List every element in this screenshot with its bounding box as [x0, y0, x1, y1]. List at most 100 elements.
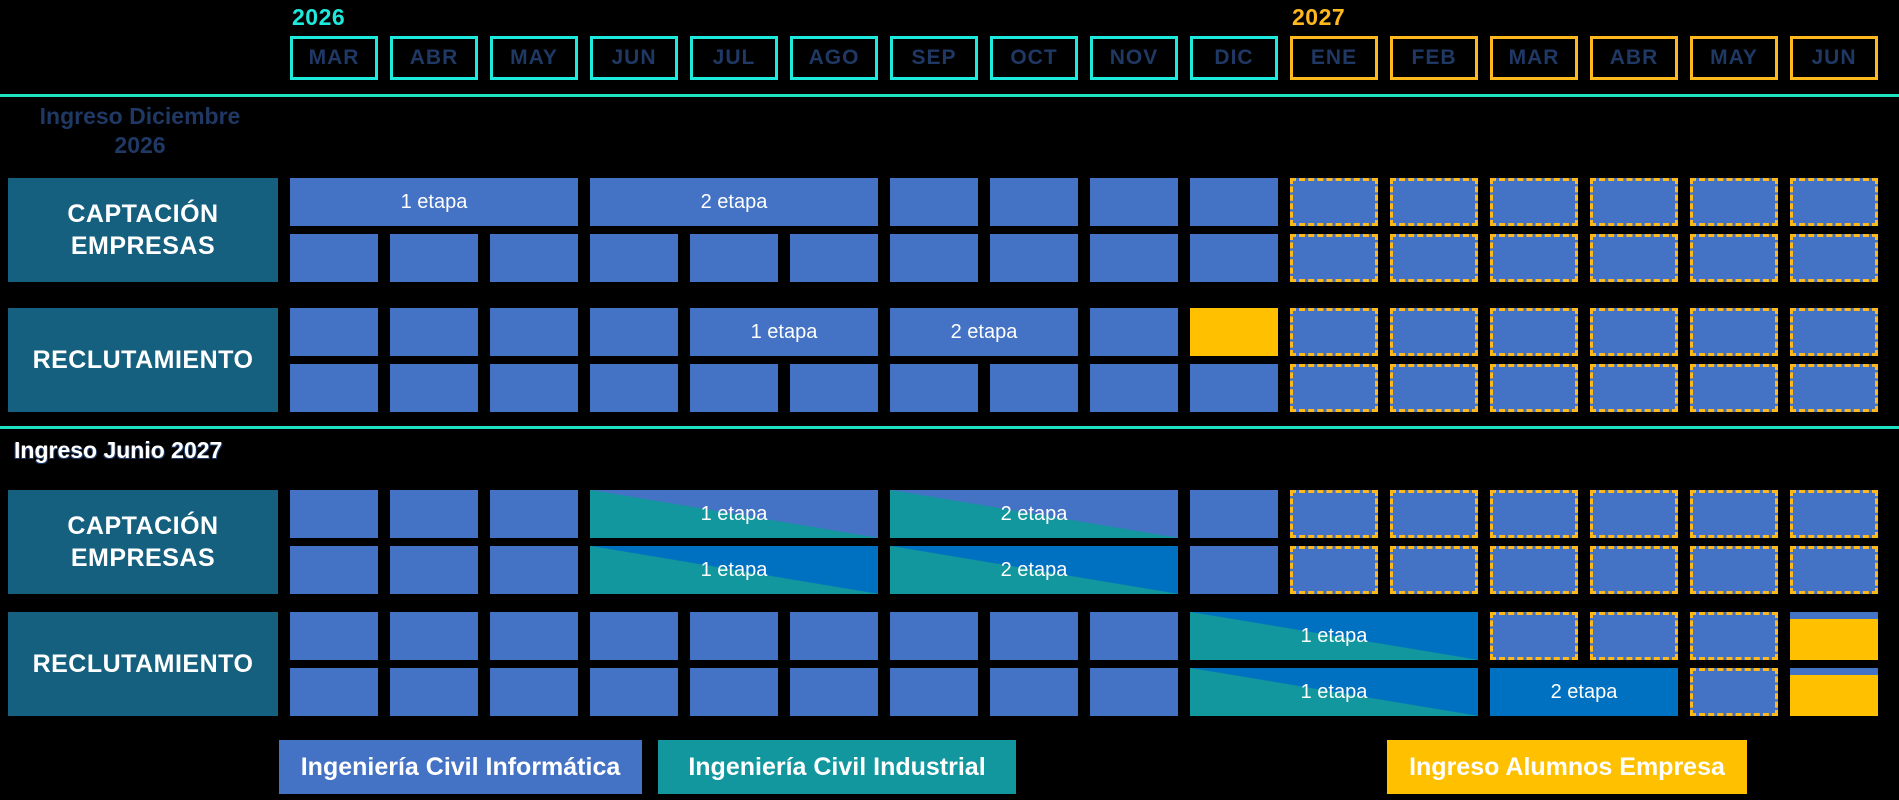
projected-cell-dashed	[1790, 234, 1878, 282]
projected-cell-dashed	[1490, 234, 1578, 282]
projected-cell-dashed	[1290, 364, 1378, 412]
timeline-cell	[890, 178, 978, 226]
captacion-empresas-label: CAPTACIÓN EMPRESAS	[8, 178, 278, 282]
month-header-abr-2026: ABR	[390, 36, 478, 80]
projected-cell-dashed	[1490, 490, 1578, 538]
stage-bar-split-dark-industrial: 2 etapa	[890, 546, 1178, 594]
timeline-cell	[990, 178, 1078, 226]
timeline-cell	[790, 612, 878, 660]
legend-item-informatica: Ingeniería Civil Informática	[279, 740, 642, 794]
month-header-jul-2026: JUL	[690, 36, 778, 80]
month-header-jun-2027: JUN	[1790, 36, 1878, 80]
stage-bar-split-informatica-industrial: 1 etapa	[590, 490, 878, 538]
projected-cell-dashed	[1590, 546, 1678, 594]
timeline-cell	[290, 364, 378, 412]
projected-cell-dashed	[1690, 364, 1778, 412]
timeline-cell	[490, 668, 578, 716]
projected-cell-dashed	[1790, 546, 1878, 594]
ingreso-alumnos-cell	[1190, 308, 1278, 356]
timeline-cell	[390, 668, 478, 716]
timeline-cell	[690, 234, 778, 282]
timeline-cell	[1090, 178, 1178, 226]
projected-cell-dashed	[1690, 234, 1778, 282]
projected-cell-dashed	[1490, 364, 1578, 412]
projected-cell-dashed	[1790, 308, 1878, 356]
timeline-cell	[790, 668, 878, 716]
month-header-may-2027: MAY	[1690, 36, 1778, 80]
stage-bar-split-dark-industrial: 1 etapa	[590, 546, 878, 594]
month-header-dic-2026: DIC	[1190, 36, 1278, 80]
projected-cell-dashed	[1390, 364, 1478, 412]
projected-cell-dashed	[1690, 490, 1778, 538]
month-header-mar-2026: MAR	[290, 36, 378, 80]
timeline-cell	[390, 234, 478, 282]
timeline-cell	[990, 668, 1078, 716]
timeline-cell	[290, 546, 378, 594]
year-label-2027: 2027	[1292, 4, 1346, 30]
projected-cell-dashed	[1590, 308, 1678, 356]
timeline-cell	[290, 308, 378, 356]
timeline-row	[290, 364, 1878, 412]
month-header-abr-2027: ABR	[1590, 36, 1678, 80]
projected-cell-dashed	[1590, 178, 1678, 226]
projected-cell-dashed	[1590, 612, 1678, 660]
timeline-cell	[690, 364, 778, 412]
projected-cell-dashed	[1390, 308, 1478, 356]
projected-cell-dashed	[1490, 546, 1578, 594]
projected-cell-dashed	[1490, 178, 1578, 226]
timeline-cell	[390, 308, 478, 356]
legend-item-ingreso-alumnos: Ingreso Alumnos Empresa	[1387, 740, 1747, 794]
month-header-mar-2027: MAR	[1490, 36, 1578, 80]
timeline-cell	[1190, 364, 1278, 412]
projected-cell-dashed	[1390, 234, 1478, 282]
legend-item-industrial: Ingeniería Civil Industrial	[658, 740, 1016, 794]
projected-cell-dashed	[1690, 668, 1778, 716]
projected-cell-dashed	[1690, 308, 1778, 356]
month-header-ago-2026: AGO	[790, 36, 878, 80]
timeline-cell	[590, 234, 678, 282]
timeline-cell	[490, 490, 578, 538]
timeline-cell	[590, 668, 678, 716]
timeline-cell	[490, 308, 578, 356]
timeline-cell	[890, 364, 978, 412]
reclutamiento-label: RECLUTAMIENTO	[8, 612, 278, 716]
year-label-2026: 2026	[292, 4, 346, 30]
month-header-may-2026: MAY	[490, 36, 578, 80]
timeline-cell	[490, 234, 578, 282]
timeline-row: 1 etapa	[290, 612, 1878, 660]
section-title-ingreso-junio-2027: Ingreso Junio 2027	[14, 437, 223, 463]
timeline-cell	[490, 612, 578, 660]
section-title-ingreso-diciembre-2026: Ingreso Diciembre 2026	[39, 103, 241, 158]
timeline-cell	[890, 612, 978, 660]
timeline-cell	[1090, 612, 1178, 660]
timeline-cell	[390, 364, 478, 412]
projected-cell-dashed	[1590, 364, 1678, 412]
legend: Ingeniería Civil Informática Ingeniería …	[0, 740, 1899, 794]
section-divider-top	[0, 94, 1899, 97]
month-header-ene-2027: ENE	[1290, 36, 1378, 80]
timeline-cell	[490, 546, 578, 594]
timeline-cell	[390, 546, 478, 594]
section-divider-middle	[0, 426, 1899, 429]
timeline-row	[290, 234, 1878, 282]
projected-cell-dashed	[1390, 490, 1478, 538]
projected-cell-dashed	[1690, 546, 1778, 594]
timeline-cell	[390, 490, 478, 538]
timeline-cell	[890, 234, 978, 282]
projected-cell-dashed	[1290, 546, 1378, 594]
timeline-cell	[890, 668, 978, 716]
projected-cell-dashed	[1290, 178, 1378, 226]
projected-cell-dashed	[1290, 308, 1378, 356]
timeline-cell	[1190, 178, 1278, 226]
timeline-cell	[990, 234, 1078, 282]
timeline-cell	[1090, 308, 1178, 356]
month-header-feb-2027: FEB	[1390, 36, 1478, 80]
stage-bar: 2 etapa	[890, 308, 1078, 356]
